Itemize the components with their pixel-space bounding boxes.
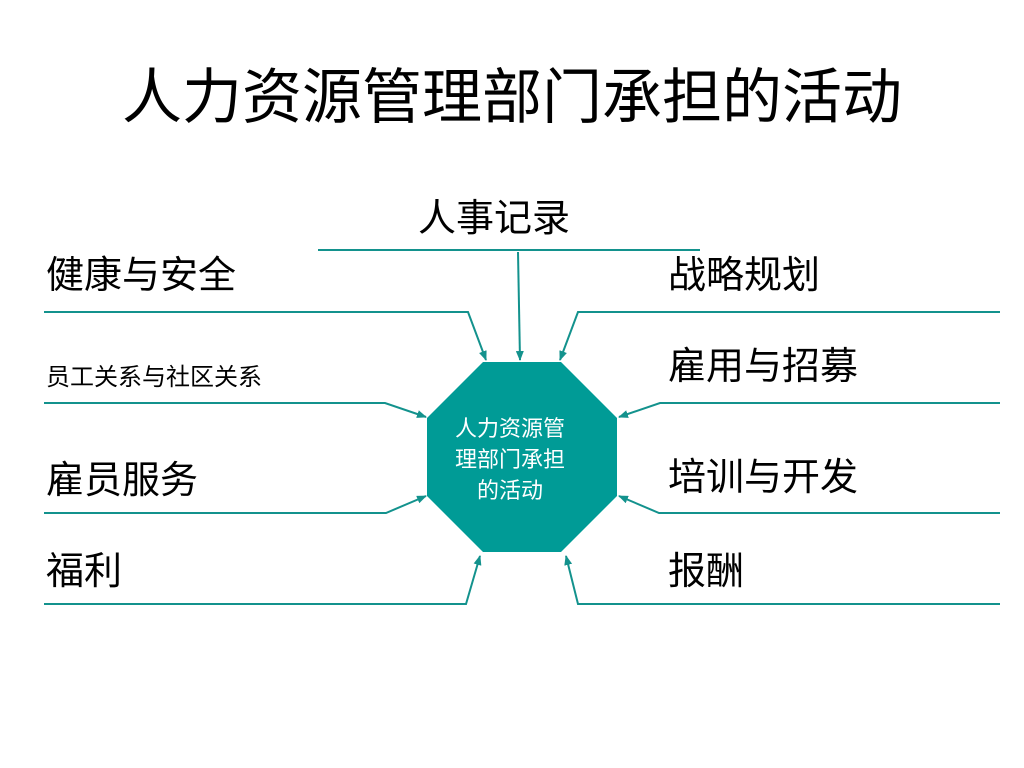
connector-left-1 — [44, 311, 487, 361]
connector-left-4 — [44, 555, 482, 605]
center-label: 人力资源管 理部门承担 的活动 — [440, 414, 580, 507]
connector-right-4 — [564, 555, 1000, 605]
center-octagon — [427, 362, 617, 552]
center-label-line-3: 的活动 — [476, 479, 543, 504]
center-label-line-1: 人力资源管 — [454, 417, 565, 442]
connector-left-2 — [44, 402, 427, 418]
activity-employment-recruiting: 雇用与招募 — [668, 344, 859, 388]
activity-strategic-planning: 战略规划 — [668, 253, 821, 297]
activity-compensation: 报酬 — [668, 549, 745, 593]
activity-employee-community-relations: 员工关系与社区关系 — [46, 363, 262, 391]
connector-left-3 — [44, 495, 427, 514]
activity-personnel-records: 人事记录 — [418, 196, 571, 240]
activity-training-development: 培训与开发 — [668, 455, 859, 499]
activity-benefits: 福利 — [46, 549, 123, 593]
activity-employee-services: 雇员服务 — [46, 458, 199, 502]
connector-right-3 — [618, 495, 1000, 514]
connector-right-2 — [618, 402, 1000, 418]
activity-health-safety: 健康与安全 — [46, 253, 237, 297]
slide-title: 人力资源管理部门承担的活动 — [122, 63, 902, 133]
connector-lines — [44, 249, 1000, 605]
connector-right-1 — [559, 311, 1000, 361]
center-label-line-2: 理部门承担 — [454, 448, 565, 473]
connector-top-arrow — [515, 251, 524, 361]
